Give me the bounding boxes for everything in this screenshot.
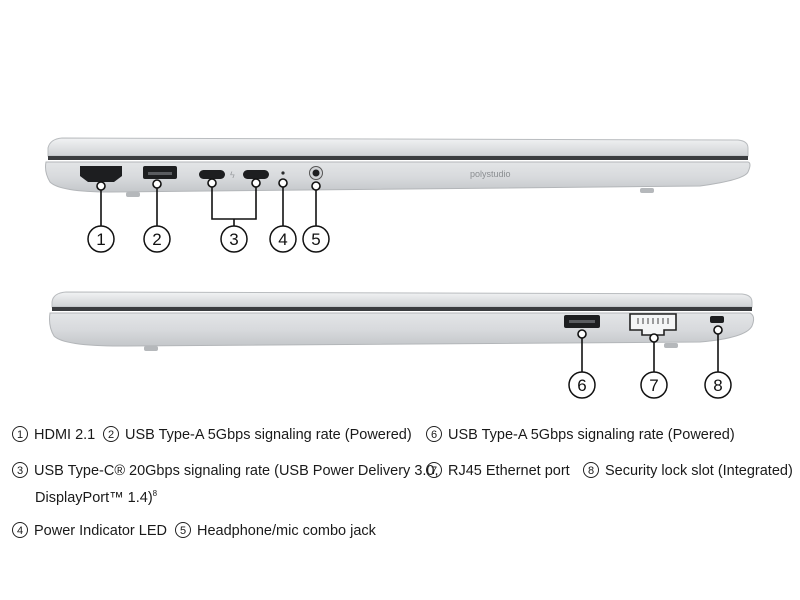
legend-item-usb-c: 3 USB Type-C® 20Gbps signaling rate (USB …	[12, 461, 439, 481]
legend-number: 2	[103, 426, 119, 442]
leader-dot	[311, 181, 321, 191]
leader-dot	[96, 181, 106, 191]
callout-number: 7	[649, 376, 658, 395]
legend-text: RJ45 Ethernet port	[448, 463, 570, 479]
footnote-marker: 8	[152, 489, 158, 498]
right-side-view: 6 7 8	[49, 291, 755, 399]
legend-text: Power Indicator LED	[34, 523, 167, 539]
callout-number: 5	[311, 230, 320, 249]
legend-text: USB Type-A 5Gbps signaling rate (Powered…	[125, 427, 412, 443]
security-lock-slot	[710, 316, 724, 323]
callout-circle	[568, 371, 596, 399]
usb-c-port	[243, 170, 269, 179]
callout-circle	[640, 371, 668, 399]
legend-text: HDMI 2.1	[34, 427, 96, 443]
legend-number: 8	[583, 462, 599, 478]
audio-jack-hole	[312, 169, 320, 177]
laptop-ports-diagram: polystudio ϟ	[45, 137, 755, 399]
lid-edge	[51, 291, 753, 308]
legend-item-audio-jack: 5 Headphone/mic combo jack	[175, 521, 376, 541]
leader-dot	[152, 179, 162, 189]
left-side-view: polystudio ϟ	[45, 137, 751, 253]
legend-number: 5	[175, 522, 191, 538]
usb-a-tongue	[569, 320, 595, 323]
callout-number: 2	[152, 230, 161, 249]
hinge-gap	[48, 156, 748, 160]
hdmi-port	[80, 166, 122, 182]
legend-item-power-led: 4 Power Indicator LED	[12, 521, 167, 541]
callout-circle	[87, 225, 115, 253]
legend-text: DisplayPort™ 1.4)	[35, 489, 153, 506]
leader-dot	[251, 178, 261, 188]
leader-dot	[207, 178, 217, 188]
callout-circle	[269, 225, 297, 253]
leader-dot	[577, 329, 587, 339]
legend-text: Security lock slot (Integrated)	[605, 463, 793, 479]
legend-number: 1	[12, 426, 28, 442]
callout-number: 6	[577, 376, 586, 395]
foot	[640, 188, 654, 193]
base-edge	[45, 161, 751, 193]
legend-number: 7	[426, 462, 442, 478]
lid-edge	[47, 137, 749, 157]
foot	[144, 346, 158, 351]
hinge-gap	[52, 307, 752, 311]
callout-circle	[302, 225, 330, 253]
thunderbolt-icon: ϟ	[230, 170, 235, 180]
callout-circle	[220, 225, 248, 253]
legend-number: 4	[12, 522, 28, 538]
legend-text: USB Type-A 5Gbps signaling rate (Powered…	[448, 427, 735, 443]
callout-number: 1	[96, 230, 105, 249]
callout-number: 3	[229, 230, 238, 249]
rj45-port	[629, 313, 677, 336]
foot	[664, 343, 678, 348]
callout-number: 8	[713, 376, 722, 395]
usb-c-port	[199, 170, 225, 179]
leader-dot	[713, 325, 723, 335]
legend-text: USB Type-C® 20Gbps signaling rate (USB P…	[34, 463, 439, 479]
legend-item-hdmi: 1 HDMI 2.1	[12, 425, 95, 445]
foot	[126, 192, 140, 197]
legend-item-rj45: 7 RJ45 Ethernet port	[426, 461, 570, 481]
leader-dot	[278, 178, 288, 188]
legend-item-usb-a-right: 6 USB Type-A 5Gbps signaling rate (Powere…	[426, 425, 735, 445]
legend-text: Headphone/mic combo jack	[197, 523, 376, 539]
legend-item-usb-a-left: 2 USB Type-A 5Gbps signaling rate (Powere…	[103, 425, 412, 445]
power-led	[281, 171, 285, 175]
legend-item-security-lock: 8 Security lock slot (Integrated)	[583, 461, 793, 481]
legend-number: 6	[426, 426, 442, 442]
callout-circle	[704, 371, 732, 399]
leader-dot	[649, 333, 659, 343]
callout-circle	[143, 225, 171, 253]
legend-item-usb-c-line2: DisplayPort™ 1.4)8	[35, 484, 157, 508]
usb-a-tongue	[148, 172, 172, 175]
callout-number: 4	[278, 230, 287, 249]
brand-text: polystudio	[470, 169, 511, 179]
legend-number: 3	[12, 462, 28, 478]
